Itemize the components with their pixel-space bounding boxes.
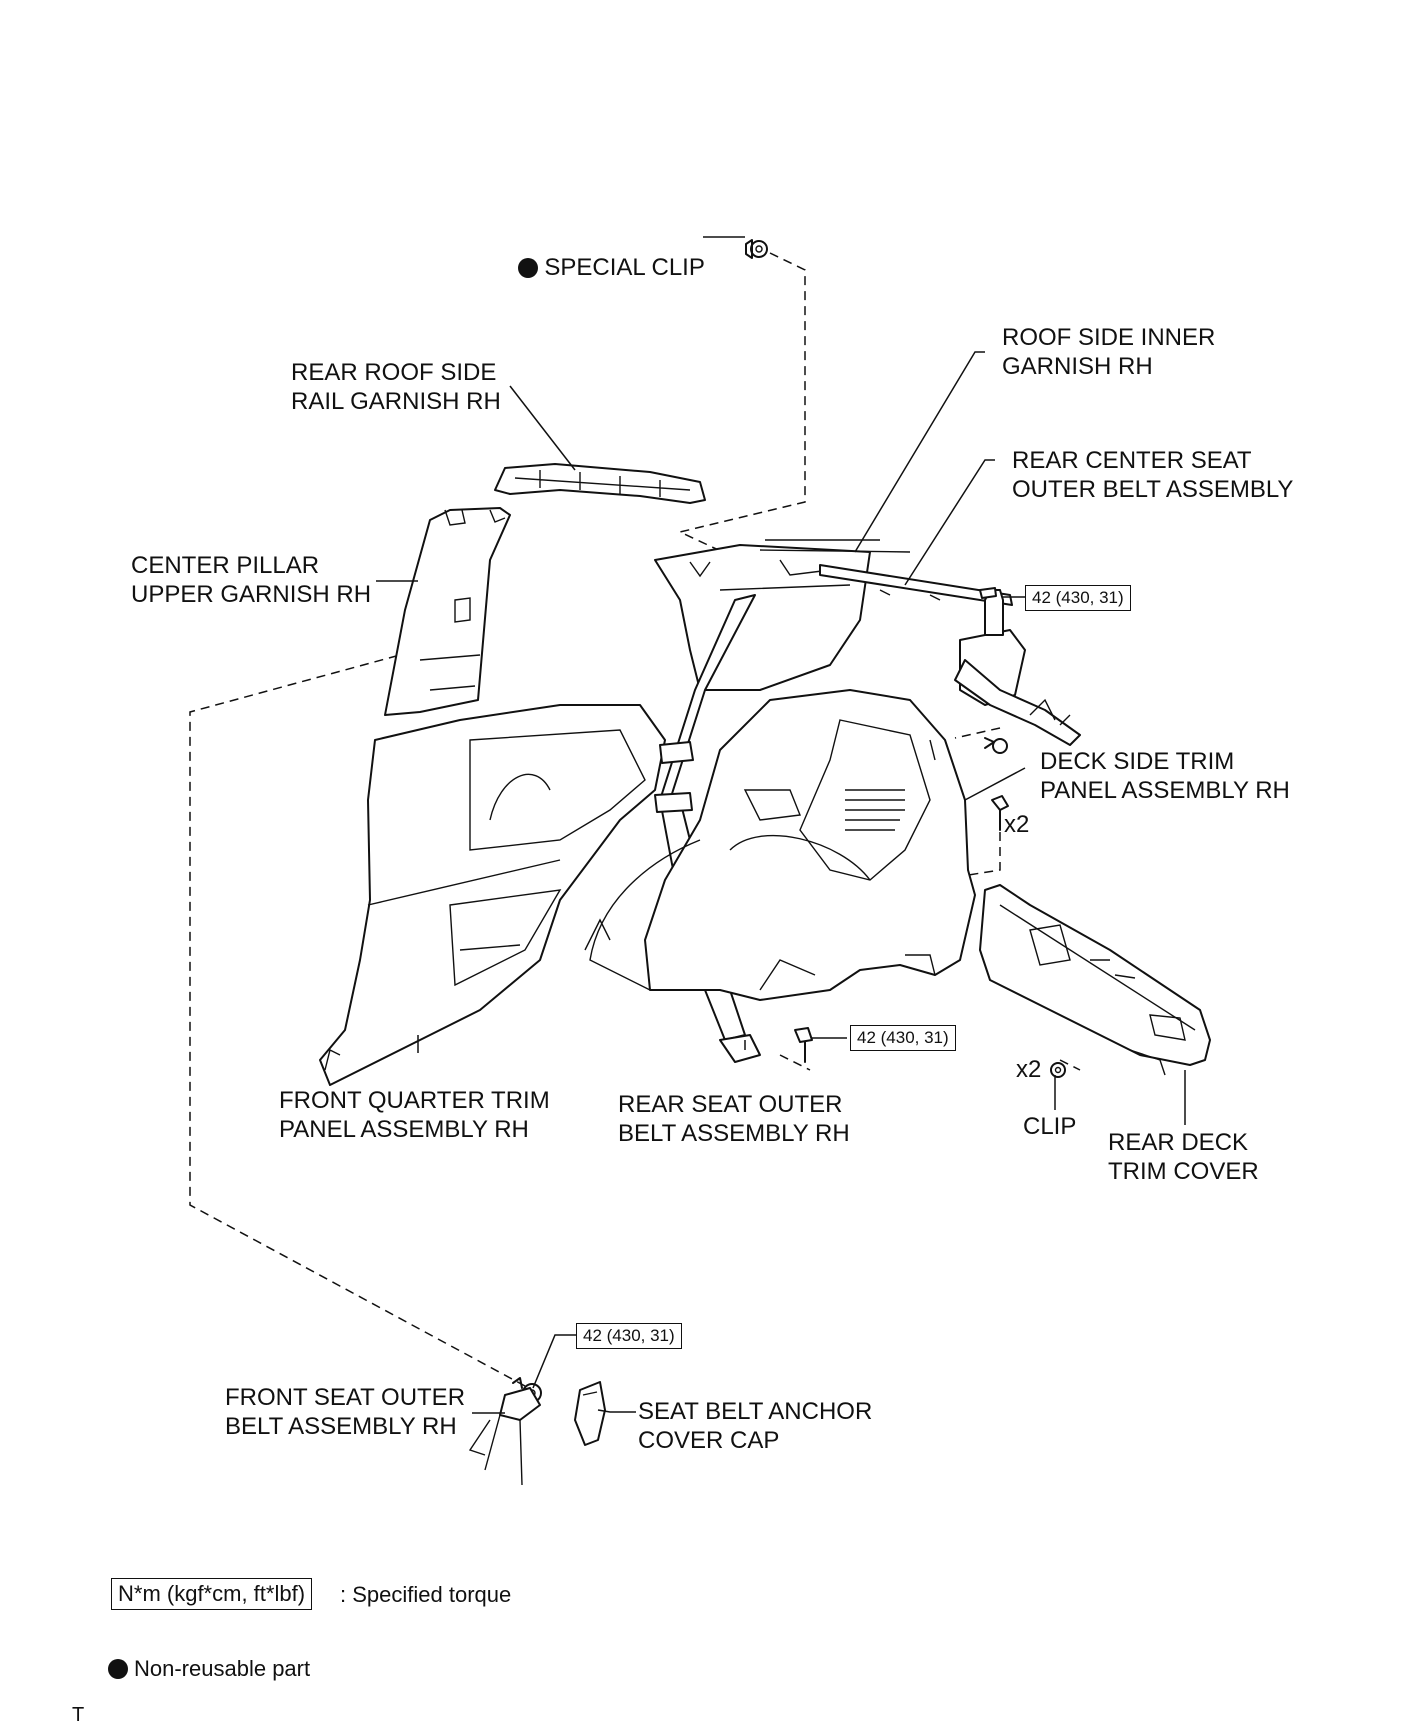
legend-non-reusable: Non-reusable part	[108, 1654, 310, 1684]
torque-rear-seat-belt-bolt: 42 (430, 31)	[850, 1025, 956, 1051]
rear-center-seat-outer-belt-part	[819, 564, 1081, 746]
label-roof-side-inner-garnish: ROOF SIDE INNER GARNISH RH	[1002, 324, 1216, 380]
rear-deck-trim-cover-part	[979, 884, 1211, 1076]
label-front-quarter-trim-panel: FRONT QUARTER TRIM PANEL ASSEMBLY RH	[279, 1087, 550, 1143]
seat-belt-anchor-cover-cap-part	[574, 1381, 606, 1446]
label-rear-deck-trim-cover: REAR DECK TRIM COVER	[1108, 1129, 1259, 1185]
front-quarter-trim-panel-part	[319, 704, 666, 1086]
label-clip: CLIP	[1023, 1113, 1077, 1140]
legend-dot-icon	[108, 1659, 128, 1679]
label-front-seat-outer-belt: FRONT SEAT OUTER BELT ASSEMBLY RH	[225, 1384, 466, 1440]
special-clip-part	[745, 239, 768, 259]
torque-rear-center-belt-bolt: 42 (430, 31)	[1025, 585, 1131, 611]
label-rear-center-seat-outer-belt: REAR CENTER SEAT OUTER BELT ASSEMBLY	[1012, 447, 1294, 503]
front-seat-outer-belt-part	[468, 1387, 541, 1486]
roof-side-inner-garnish-part	[654, 539, 911, 691]
footer-mark: T	[72, 1704, 85, 1726]
qty-clips: x2	[1016, 1056, 1042, 1083]
label-center-pillar-upper-garnish: CENTER PILLAR UPPER GARNISH RH	[131, 552, 372, 608]
legend-torque-desc: : Specified torque	[340, 1582, 512, 1607]
qty-deck-side-bolts: x2	[1004, 811, 1030, 838]
leader-lines	[376, 236, 1186, 1414]
label-rear-roof-side-rail-garnish: REAR ROOF SIDE RAIL GARNISH RH	[291, 359, 501, 415]
label-special-clip: SPECIAL CLIP	[505, 224, 705, 282]
legend-torque-unit: N*m (kgf*cm, ft*lbf)	[111, 1578, 313, 1610]
label-rear-seat-outer-belt: REAR SEAT OUTER BELT ASSEMBLY RH	[618, 1091, 850, 1147]
deck-side-trim-panel-part	[584, 689, 976, 1001]
center-pillar-upper-garnish-part	[384, 507, 511, 716]
label-deck-side-trim-panel: DECK SIDE TRIM PANEL ASSEMBLY RH	[1040, 748, 1290, 804]
legend-non-reusable-text: Non-reusable part	[134, 1656, 311, 1681]
non-reusable-dot-icon	[518, 258, 539, 278]
label-seat-belt-anchor-cover-cap: SEAT BELT ANCHOR COVER CAP	[638, 1398, 873, 1454]
torque-front-seat-belt-bolt: 42 (430, 31)	[576, 1323, 682, 1349]
rear-roof-side-rail-garnish-part	[494, 463, 706, 504]
special-clip-text: SPECIAL CLIP	[544, 254, 705, 281]
